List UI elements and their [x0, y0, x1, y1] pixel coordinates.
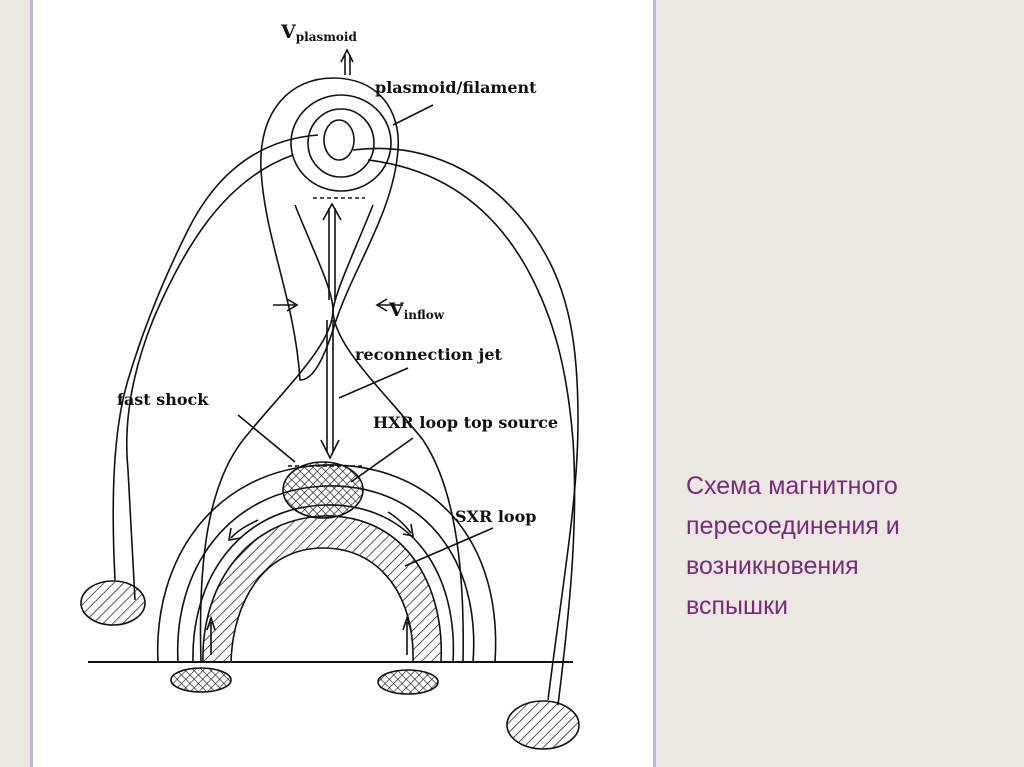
sxr-loop-label: SXR loop — [455, 507, 536, 526]
hxr-loop-top-source-label: HXR loop top source — [373, 413, 558, 432]
footpoint-arrow-right — [402, 615, 412, 655]
leader-plasmoid — [392, 104, 434, 126]
outer-field-left — [112, 134, 319, 581]
caption-line: пересоединения и — [686, 512, 900, 540]
outer-field-right — [352, 147, 579, 701]
slide-caption: Схема магнитного пересоединения и возник… — [686, 466, 996, 626]
plasmoid-outer-loop — [260, 77, 400, 381]
magnetic-reconnection-diagram: Vplasmoid plasmoid/filament Vinflow reco… — [80, 21, 580, 750]
v-inflow-label: Vinflow — [388, 299, 445, 322]
plasmoid-ring-3 — [307, 108, 375, 178]
leader-hxr — [350, 437, 414, 483]
v-plasmoid-label: Vplasmoid — [280, 21, 357, 44]
loop-flow-arrow-right — [387, 511, 414, 538]
remote-footpoint-left — [80, 580, 146, 626]
inflow-arrow-left — [273, 298, 299, 312]
caption-line: вспышки — [686, 592, 788, 620]
separatrix-left — [199, 204, 334, 663]
caption-line: Схема магнитного — [686, 472, 898, 500]
leader-reconnection-jet — [338, 367, 409, 399]
outer-field-right-2 — [367, 159, 576, 706]
diagram-panel: Vplasmoid plasmoid/filament Vinflow reco… — [30, 0, 656, 767]
separatrix-right — [332, 204, 465, 663]
plasmoid-filament-label: plasmoid/filament — [375, 78, 537, 97]
leader-fast-shock — [237, 414, 296, 463]
inflow-arrow-right — [375, 298, 403, 312]
sxr-loop-region — [202, 515, 443, 663]
loop-flow-arrow-left — [228, 519, 259, 541]
leader-sxr — [404, 527, 494, 567]
reconnection-jet-label: reconnection jet — [355, 345, 503, 364]
downward-jet-arrowhead — [320, 439, 340, 460]
remote-footpoint-right — [506, 700, 580, 750]
hxr-loop-top-source — [282, 461, 364, 519]
upward-jet-arrowhead — [322, 202, 342, 221]
fast-shock-label: fast shock — [117, 390, 209, 409]
footpoint-right — [377, 669, 439, 695]
outer-field-left-2 — [125, 154, 294, 601]
footpoint-left — [170, 667, 232, 693]
plasmoid-core — [323, 119, 355, 161]
footpoint-arrow-left — [206, 615, 216, 655]
plasmoid-ring-2 — [290, 94, 392, 192]
caption-line: возникновения — [686, 552, 859, 580]
